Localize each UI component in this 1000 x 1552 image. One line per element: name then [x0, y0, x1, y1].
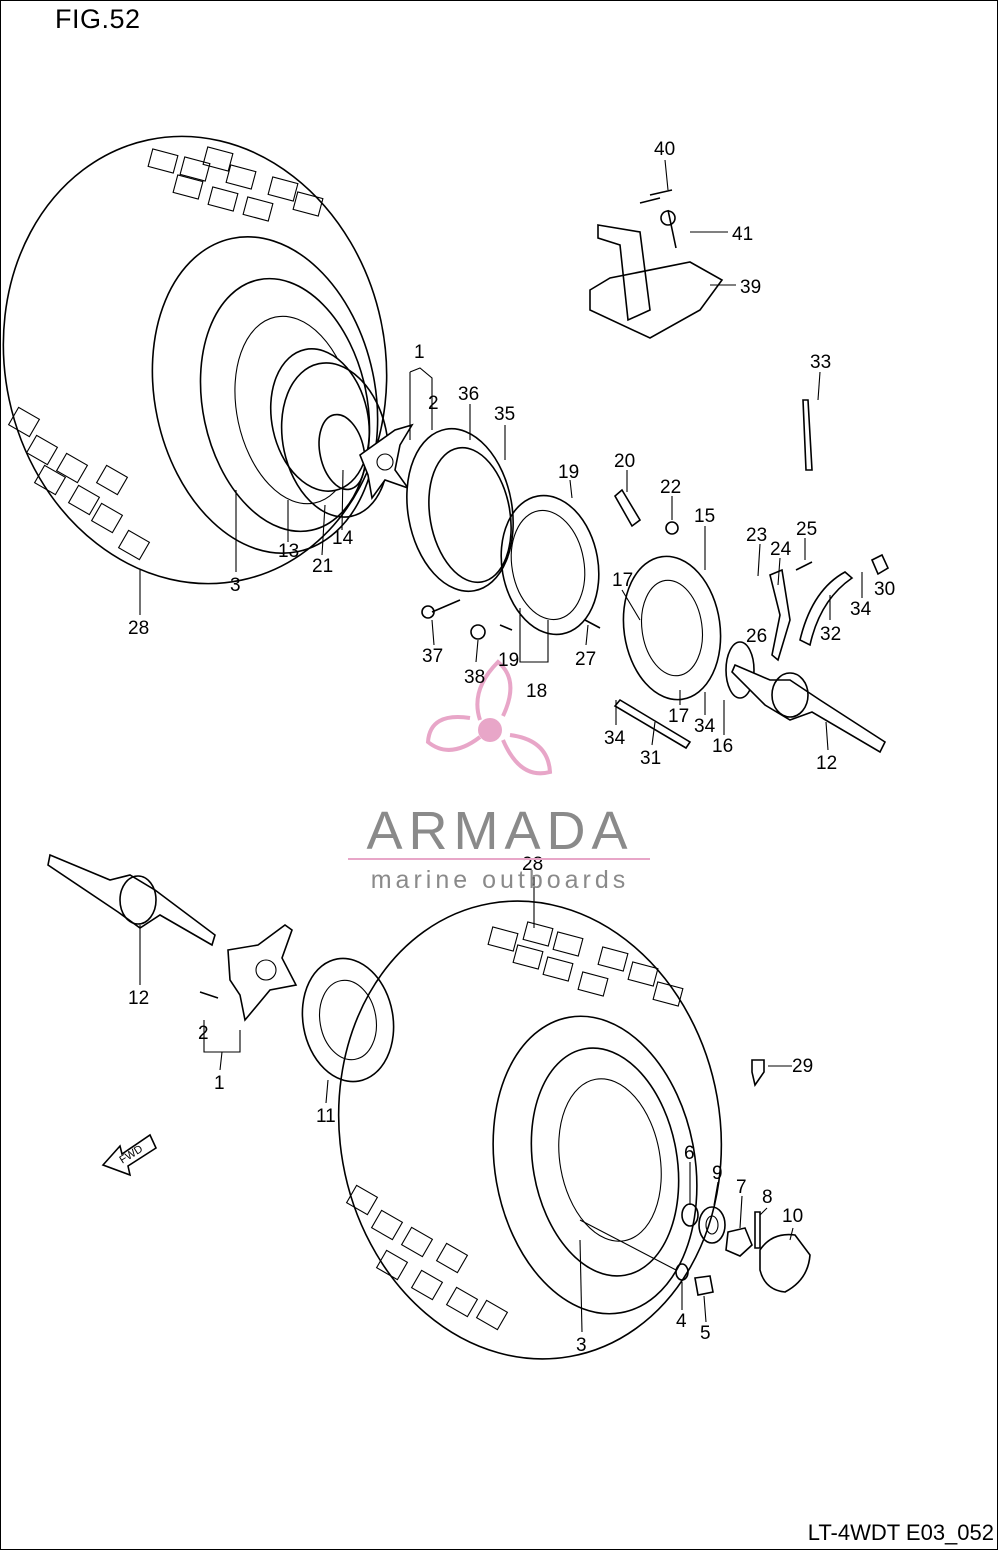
callout: 14: [332, 528, 354, 549]
lower-small-parts: [675, 1059, 811, 1296]
upper-axle: [731, 663, 887, 754]
figure-title: FIG.52: [55, 4, 141, 34]
lower-axle: [47, 853, 216, 947]
callout: 41: [732, 224, 753, 245]
callout: 17: [612, 570, 633, 591]
callout: 36: [458, 384, 479, 405]
callout: 1: [214, 1073, 225, 1094]
callout: 34: [850, 599, 872, 620]
callout: 11: [316, 1106, 336, 1127]
callout: 21: [312, 556, 333, 577]
callout: 17: [668, 706, 689, 727]
callout: 39: [740, 277, 761, 298]
callout: 32: [820, 624, 841, 645]
leader-lines: [139, 159, 863, 1333]
callout: 3: [576, 1335, 587, 1356]
small-parts: [421, 399, 890, 750]
callout: 20: [614, 451, 635, 472]
callout: 2: [428, 393, 439, 414]
callout: 9: [712, 1163, 723, 1184]
callout: 19: [558, 462, 579, 483]
callout: 15: [694, 506, 715, 527]
callout: 7: [736, 1177, 747, 1198]
armada-propeller-logo: [425, 659, 553, 776]
lower-hub: [199, 924, 298, 1022]
callout: 38: [464, 667, 485, 688]
callout: 4: [676, 1311, 687, 1332]
callout: 26: [746, 626, 767, 647]
callout: 12: [816, 753, 837, 774]
callout: 19: [498, 650, 519, 671]
callout: 37: [422, 646, 443, 667]
callout: 23: [746, 525, 767, 546]
lower-tire: [337, 900, 723, 1360]
callout: 31: [640, 748, 661, 769]
upper-tire: [2, 135, 414, 585]
callout: 8: [762, 1187, 773, 1208]
callout: 27: [575, 649, 596, 670]
callout-labels: 40 41 39 33 1 2 36 35 19 20 22 15 23 25 …: [128, 139, 895, 1356]
callout: 30: [874, 579, 895, 600]
callout: 16: [712, 736, 733, 757]
upper-tire-tread: [7, 146, 324, 561]
bracket-39: [589, 189, 724, 339]
callout: 25: [796, 519, 817, 540]
callout: 5: [700, 1323, 711, 1344]
callout: 1: [414, 342, 425, 363]
callout: 2: [198, 1023, 209, 1044]
brake-backing-plate: [622, 555, 755, 701]
watermark-divider: [348, 858, 650, 860]
callout: 6: [684, 1143, 695, 1164]
disc-11: [301, 957, 395, 1083]
callout: 33: [810, 352, 831, 373]
callout: 12: [128, 988, 149, 1009]
lower-tire-tread: [345, 921, 684, 1331]
brake-drum-assembly: [406, 427, 600, 636]
callout: 24: [770, 539, 792, 560]
callout: 3: [230, 575, 241, 596]
callout: 10: [782, 1206, 803, 1227]
callout: 22: [660, 477, 681, 498]
callout: 35: [494, 404, 515, 425]
callout: 29: [792, 1056, 813, 1077]
callout: 18: [526, 681, 547, 702]
callout: 28: [128, 618, 149, 639]
callout: 34: [694, 716, 716, 737]
fwd-direction-arrow: FWD: [101, 1133, 158, 1177]
callout: 34: [604, 728, 626, 749]
callout: 13: [278, 541, 299, 562]
callout: 40: [654, 139, 675, 160]
watermark-brand: ARMADA: [366, 801, 634, 861]
watermark-tagline: marine outboards: [370, 866, 630, 894]
figure-code: LT-4WDT E03_052: [807, 1520, 994, 1545]
